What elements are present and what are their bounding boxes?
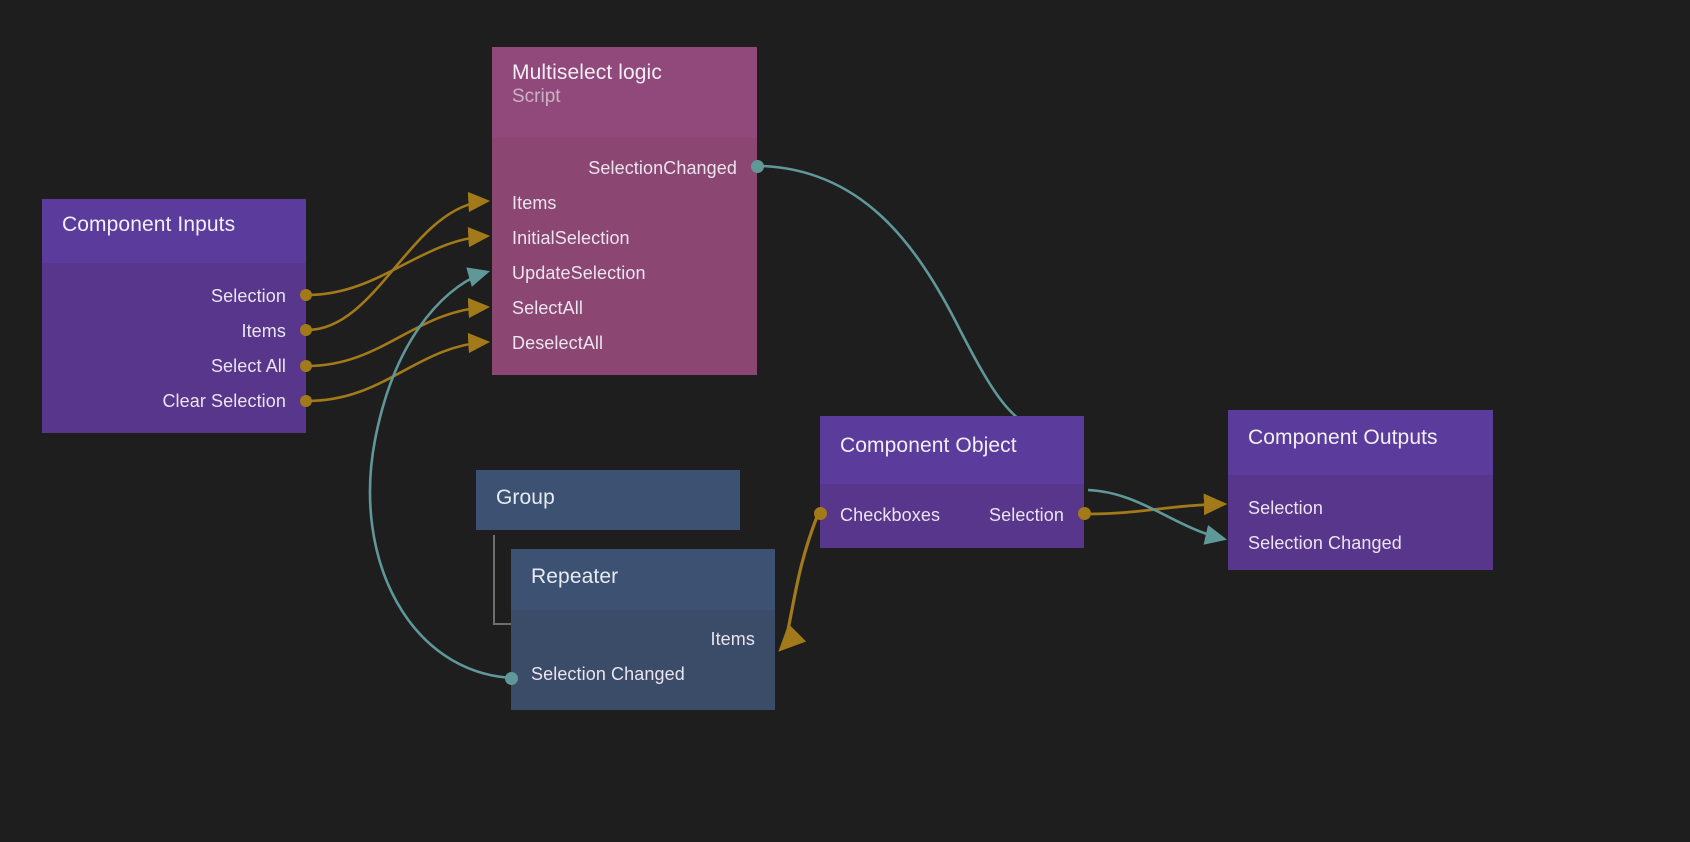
edge-selection-to-outputs-selectionchanged <box>1087 488 1228 545</box>
node-body: SelectionChanged Items InitialSelection … <box>492 137 757 375</box>
port-label: Selection <box>211 286 286 306</box>
node-title: Repeater <box>531 565 619 588</box>
node-multiselect-logic[interactable]: Multiselect logic Script SelectionChange… <box>492 47 757 375</box>
port-row-items[interactable]: Items <box>511 622 775 657</box>
node-header[interactable]: Component Outputs <box>1228 410 1493 475</box>
node-component-inputs[interactable]: Component Inputs Selection Items Select … <box>42 199 306 433</box>
port-dot-checkboxes[interactable] <box>814 507 827 520</box>
node-body: Selection Selection Changed <box>1228 475 1493 570</box>
port-row-input[interactable]: InitialSelection <box>492 221 757 256</box>
port-label: Selection <box>1248 498 1323 518</box>
port-label: Items <box>512 193 557 213</box>
port-dot-selection[interactable] <box>300 289 312 301</box>
port-row-input[interactable]: SelectAll <box>492 291 757 326</box>
group-child-bracket <box>493 535 511 625</box>
edge-selectionchanged-to-component-object <box>761 164 1041 434</box>
node-body: Selection Items Select All Clear Selecti… <box>42 263 306 433</box>
node-title: Group <box>496 486 555 509</box>
port-row-input[interactable]: Selection <box>1228 491 1493 526</box>
port-row-input[interactable]: Selection Changed <box>1228 526 1493 561</box>
port-label: DeselectAll <box>512 333 604 353</box>
port-label: Items <box>710 629 755 649</box>
port-label: SelectionChanged <box>588 158 737 178</box>
port-label-selection: Selection <box>989 505 1064 525</box>
port-dot-clear-selection[interactable] <box>300 395 312 407</box>
node-repeater[interactable]: Repeater Items Selection Changed <box>511 549 775 710</box>
port-label: Selection Changed <box>531 664 685 684</box>
node-header[interactable]: Multiselect logic Script <box>492 47 757 137</box>
port-row-output[interactable]: Clear Selection <box>42 384 306 419</box>
node-body: Checkboxes Selection <box>820 484 1084 548</box>
node-header[interactable]: Repeater <box>511 549 775 610</box>
port-dot-object-selection[interactable] <box>1078 507 1091 520</box>
port-label-checkboxes: Checkboxes <box>840 505 941 525</box>
port-dot-repeater-selection-changed[interactable] <box>505 672 518 685</box>
port-row-output[interactable]: Selection <box>42 279 306 314</box>
port-row-dual[interactable]: Checkboxes Selection <box>820 498 1084 533</box>
edge-clearselection-to-deselectall <box>306 332 491 403</box>
edge-selection-to-initialselection <box>306 227 491 297</box>
port-row-output[interactable]: Select All <box>42 349 306 384</box>
port-label: Clear Selection <box>162 391 286 411</box>
port-row-output[interactable]: SelectionChanged <box>492 151 757 186</box>
node-header[interactable]: Component Object <box>820 416 1084 484</box>
port-row-selection-changed[interactable]: Selection Changed <box>511 657 775 692</box>
node-subtitle: Script <box>512 85 561 107</box>
port-label: SelectAll <box>512 298 583 318</box>
node-title: Multiselect logic <box>512 61 662 84</box>
port-dot-selectionchanged[interactable] <box>751 160 764 173</box>
node-component-object[interactable]: Component Object Checkboxes Selection <box>820 416 1084 548</box>
port-label: Items <box>241 321 286 341</box>
node-title: Component Inputs <box>62 213 236 236</box>
node-title: Component Outputs <box>1248 426 1438 449</box>
port-label: InitialSelection <box>512 228 630 248</box>
node-group[interactable]: Group <box>476 470 740 530</box>
port-label: UpdateSelection <box>512 263 646 283</box>
node-header[interactable]: Group <box>476 470 740 530</box>
edge-items-to-items <box>306 191 491 332</box>
port-row-output[interactable]: Items <box>42 314 306 349</box>
node-title: Component Object <box>840 434 1017 457</box>
port-row-input[interactable]: Items <box>492 186 757 221</box>
node-component-outputs[interactable]: Component Outputs Selection Selection Ch… <box>1228 410 1493 570</box>
node-header[interactable]: Component Inputs <box>42 199 306 263</box>
port-dot-items[interactable] <box>300 324 312 336</box>
edge-selectall-to-selectall <box>306 297 491 368</box>
port-row-input[interactable]: DeselectAll <box>492 326 757 361</box>
edge-selection-to-outputs-selection <box>1087 493 1228 516</box>
port-label: Selection Changed <box>1248 533 1402 553</box>
port-label: Select All <box>210 356 286 376</box>
edge-checkboxes-to-repeater-items <box>778 513 820 652</box>
node-body: Items Selection Changed <box>511 610 775 710</box>
port-dot-select-all[interactable] <box>300 360 312 372</box>
port-row-input[interactable]: UpdateSelection <box>492 256 757 291</box>
